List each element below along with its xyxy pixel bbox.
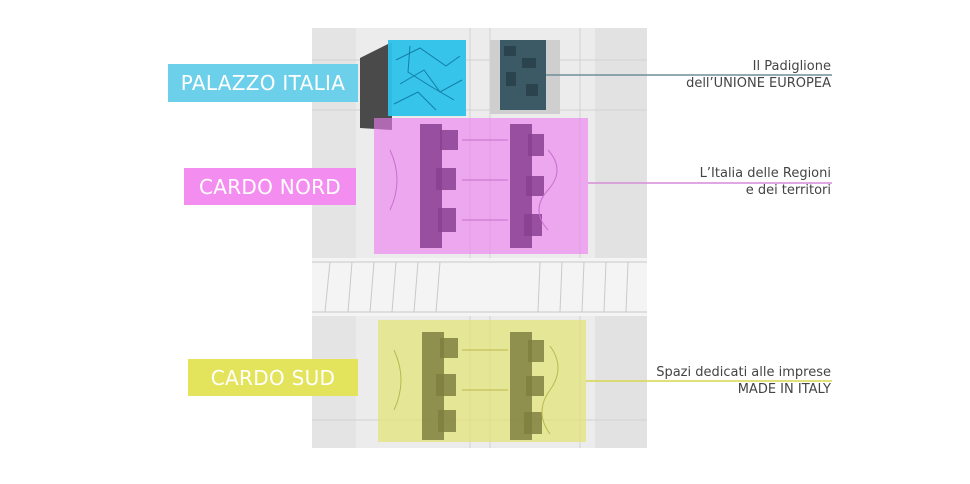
east-strip [595, 28, 647, 448]
eu-pavilion-texture [504, 46, 538, 96]
annotation-regioni-line1: L’Italia delle Regioni [699, 166, 831, 181]
cardo-nord-buildings [420, 124, 544, 248]
annotation-regioni-line2: e dei territori [745, 183, 831, 198]
cardo-sud-courts [393, 345, 559, 435]
palazzo-italia-label: PALAZZO ITALIA [168, 64, 358, 102]
palazzo-italia-block [388, 40, 466, 116]
annotation-imprese: Spazi dedicati alle imprese MADE IN ITAL… [656, 364, 831, 398]
cardo-sud-label: CARDO SUD [188, 359, 358, 396]
annotation-imprese-line1: Spazi dedicati alle imprese [656, 365, 831, 380]
cardo-nord-courts [389, 139, 558, 231]
decumano-canopy [312, 261, 647, 313]
cardo-sud-block [378, 320, 586, 442]
annotation-eu-line2: dell’UNIONE EUROPEA [686, 76, 831, 91]
cardo-nord-block [374, 118, 588, 254]
decumano-avenue [312, 258, 647, 316]
annotation-regioni: L’Italia delle Regioni e dei territori [700, 165, 831, 199]
annotation-imprese-line2: MADE IN ITALY [737, 382, 831, 397]
palazzo-roof-pattern [393, 45, 463, 111]
palazzo-shadow [360, 42, 392, 130]
annotation-eu-pavilion: Il Padiglione dell’UNIONE EUROPEA [686, 58, 831, 92]
cardo-nord-label: CARDO NORD [184, 168, 356, 205]
annotation-eu-line1: Il Padiglione [752, 59, 831, 74]
cardo-sud-buildings [422, 332, 544, 440]
